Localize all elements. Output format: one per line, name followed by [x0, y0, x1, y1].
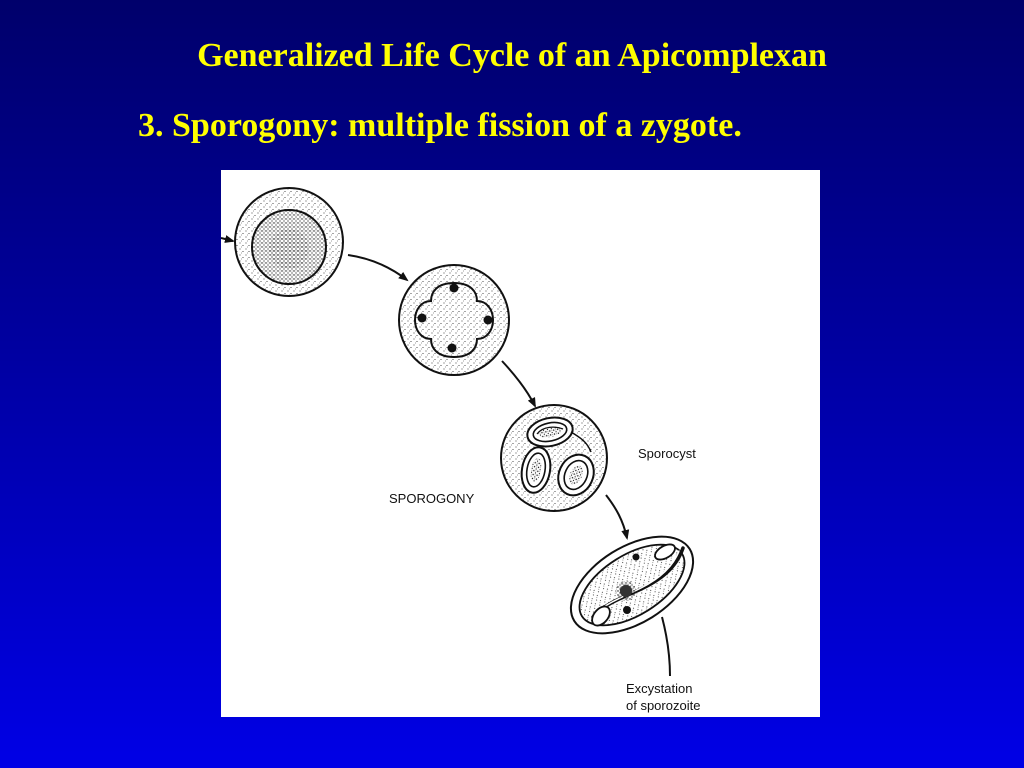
arrow-to-excystation: [661, 616, 671, 677]
arrow-stage1-to-stage2: [347, 254, 409, 282]
sporogony-figure: SPOROGONY Sporocyst Excystation of sporo…: [221, 170, 820, 717]
sporocyst-left: [520, 446, 552, 494]
sporulated-oocyst: [500, 404, 608, 512]
sporocyst-right: [557, 453, 595, 497]
arrow-stage2-to-stage3: [501, 360, 536, 408]
incoming-arrow: [221, 235, 235, 243]
excystation-label-line2: of sporozoite: [626, 698, 701, 713]
sporocyst-top: [526, 416, 574, 448]
arrow-stage3-to-stage4: [605, 494, 630, 540]
sporogony-label: SPOROGONY: [389, 491, 475, 506]
slide-title: Generalized Life Cycle of an Apicomplexa…: [197, 37, 827, 74]
slide-subtitle: 3. Sporogony: multiple fission of a zygo…: [138, 107, 742, 144]
sporocyst-with-sporozoites: [569, 535, 695, 635]
zygote-oocyst: [234, 187, 344, 297]
life-cycle-drawing: [221, 187, 695, 677]
sporocyst-label: Sporocyst: [638, 446, 696, 461]
excystation-label-line1: Excystation: [626, 681, 693, 696]
dividing-sporont: [398, 264, 510, 376]
